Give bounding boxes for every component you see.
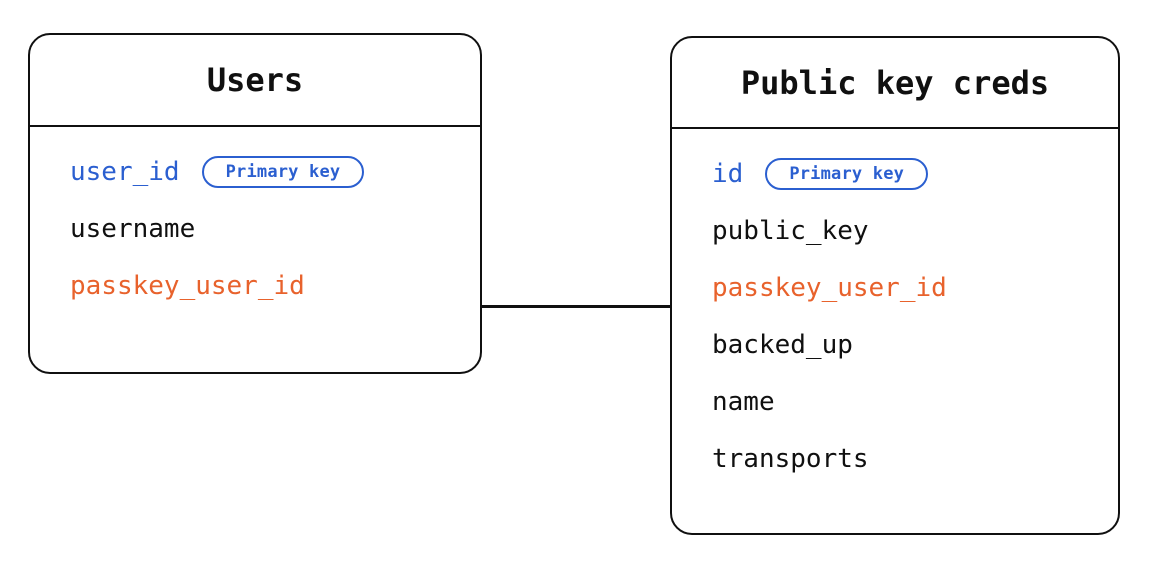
field-name-passkey-user-id: passkey_user_id	[712, 272, 947, 303]
field-row[interactable]: name	[712, 373, 1118, 430]
field-row[interactable]: id Primary key	[712, 145, 1118, 202]
field-row[interactable]: user_id Primary key	[70, 143, 480, 200]
entity-users-header: Users	[30, 35, 480, 127]
entity-public-key-creds[interactable]: Public key creds id Primary key public_k…	[670, 36, 1120, 535]
field-name-public-key: public_key	[712, 215, 869, 246]
relationship-connector-line[interactable]	[480, 305, 672, 308]
field-name-user-id: user_id	[70, 156, 180, 187]
field-name-name: name	[712, 386, 775, 417]
field-name-transports: transports	[712, 443, 869, 474]
primary-key-badge: Primary key	[765, 157, 929, 190]
entity-public-key-creds-header: Public key creds	[672, 38, 1118, 129]
field-row[interactable]: passkey_user_id	[712, 259, 1118, 316]
field-row[interactable]: transports	[712, 430, 1118, 487]
entity-users-title: Users	[206, 61, 304, 99]
field-row[interactable]: backed_up	[712, 316, 1118, 373]
entity-users[interactable]: Users user_id Primary key username passk…	[28, 33, 482, 374]
field-name-id: id	[712, 158, 744, 189]
field-row[interactable]: public_key	[712, 202, 1118, 259]
entity-users-fields: user_id Primary key username passkey_use…	[30, 127, 480, 314]
entity-public-key-creds-fields: id Primary key public_key passkey_user_i…	[672, 129, 1118, 487]
field-row[interactable]: username	[70, 200, 480, 257]
primary-key-badge: Primary key	[201, 155, 365, 188]
field-name-backed-up: backed_up	[712, 329, 853, 360]
field-row[interactable]: passkey_user_id	[70, 257, 480, 314]
field-name-passkey-user-id: passkey_user_id	[70, 270, 305, 301]
entity-public-key-creds-title: Public key creds	[740, 63, 1050, 102]
field-name-username: username	[70, 213, 196, 244]
